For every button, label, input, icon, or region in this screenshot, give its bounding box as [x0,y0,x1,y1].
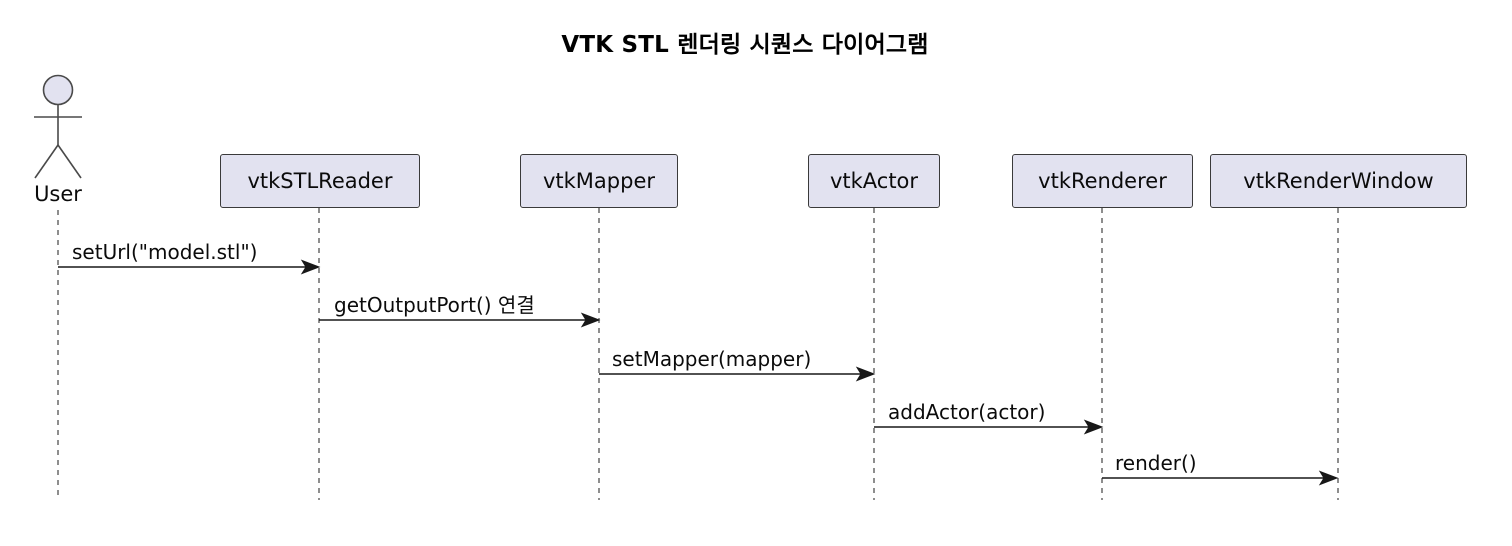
message-arrow-1 [58,259,321,275]
message-arrow-5 [1102,470,1339,486]
message-label-addactor: addActor(actor) [888,400,1046,424]
message-label-setmapper: setMapper(mapper) [612,347,812,371]
participant-label: vtkRenderer [1038,169,1167,193]
participant-label: vtkActor [829,169,919,193]
lifelines [57,208,1339,500]
actor-head [42,74,74,106]
participant-box-vtkrenderer: vtkRenderer [1012,154,1193,208]
participant-box-vtkstlreader: vtkSTLReader [220,154,420,208]
participant-box-vtkmapper: vtkMapper [520,154,678,208]
actor-label-user: User [34,182,82,206]
participant-box-vtkrenderwindow: vtkRenderWindow [1210,154,1467,208]
message-arrows [58,259,1339,486]
message-arrow-3 [599,366,876,382]
message-label-render: render() [1115,451,1197,475]
message-label-seturl: setUrl("model.stl") [72,240,258,264]
participant-box-vtkactor: vtkActor [808,154,940,208]
actor-icon [34,74,82,179]
actor-leg-right [57,144,82,179]
participant-label: vtkMapper [542,169,656,193]
message-label-getoutputport: getOutputPort() 연결 [334,293,535,317]
message-arrow-4 [874,419,1104,435]
participant-label: vtkSTLReader [247,169,393,193]
message-arrow-2 [319,312,601,328]
participant-label: vtkRenderWindow [1243,169,1434,193]
diagram-title: VTK STL 렌더링 시퀀스 다이어그램 [561,32,929,58]
actor-leg-left [34,144,59,179]
